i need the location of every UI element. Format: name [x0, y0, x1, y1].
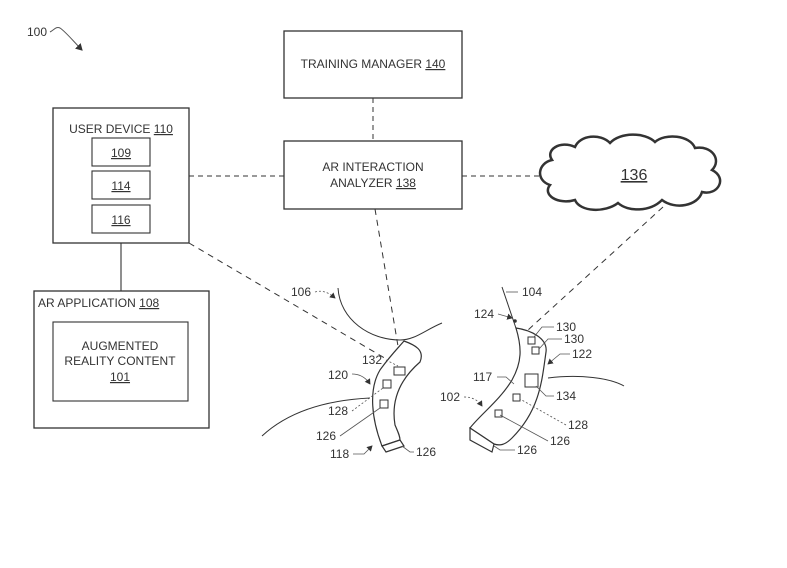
analyzer-ref: 138 [396, 176, 416, 190]
callout-128-right: 128 [568, 418, 588, 432]
component-ref: 109 [111, 146, 131, 160]
callout-102: 102 [440, 390, 460, 404]
ar-interaction-analyzer-box: AR INTERACTION ANALYZER 138 [283, 140, 463, 210]
training-manager-label: TRAINING MANAGER [301, 57, 423, 71]
ar-content-line2: REALITY CONTENT [64, 354, 176, 368]
user-device-label: USER DEVICE [69, 122, 150, 136]
callout-126-left-b: 126 [416, 445, 436, 459]
cloud-network: 136 [538, 133, 722, 211]
component-ref: 114 [111, 179, 130, 193]
ar-content-line1: AUGMENTED [82, 339, 159, 353]
callout-117: 117 [473, 370, 492, 384]
component-box [91, 170, 151, 200]
training-manager-box: TRAINING MANAGER 140 [283, 30, 463, 99]
callout-106: 106 [291, 285, 311, 299]
callout-118: 118 [330, 447, 349, 461]
ar-content-box [52, 321, 189, 402]
callout-130-a: 130 [556, 320, 576, 334]
training-manager-ref: 140 [425, 57, 445, 71]
left-wearable [261, 287, 443, 453]
component-box [91, 137, 151, 167]
ar-application-box: AR APPLICATION 108 AUGMENTED REALITY CON… [33, 290, 210, 429]
figure-ref-arrow [49, 27, 83, 51]
user-device-ref: 110 [154, 122, 173, 136]
connector-device-to-left-wearable [188, 242, 406, 371]
analyzer-label-line2: ANALYZER [330, 176, 393, 190]
component-box [91, 204, 151, 234]
callout-132: 132 [362, 353, 382, 367]
connector-cloud-to-right-wearable [527, 206, 664, 331]
callout-126-left-a: 126 [316, 429, 336, 443]
connector-analyzer-to-left-wearable [374, 208, 403, 371]
analyzer-label-line1: AR INTERACTION [322, 160, 423, 174]
callout-104: 104 [522, 285, 542, 299]
ar-application-label: AR APPLICATION [38, 296, 136, 310]
ar-content-ref: 101 [110, 370, 130, 384]
svg-text:USER DEVICE 110: USER DEVICE 110 [69, 122, 173, 136]
callout-128: 128 [328, 404, 348, 418]
callout-122: 122 [572, 347, 592, 361]
right-wearable [469, 286, 625, 453]
callout-134: 134 [556, 389, 576, 403]
ar-application-ref: 108 [139, 296, 159, 310]
user-device-box: USER DEVICE 110 109 114 116 [52, 107, 190, 244]
callout-126-right-b: 126 [517, 443, 537, 457]
svg-text:TRAINING MANAGER: TRAINING MANAGER 140 [301, 57, 446, 71]
callout-120: 120 [328, 368, 348, 382]
component-ref: 116 [111, 213, 130, 227]
svg-text:AR APPLICATION 1: AR APPLICATION 108 [38, 296, 160, 310]
svg-text:ANALYZER 138: ANALYZER 138 [330, 176, 416, 190]
callout-130-b: 130 [564, 332, 584, 346]
figure-ref-label: 100 [27, 25, 47, 39]
cloud-ref: 136 [621, 167, 648, 184]
callout-124: 124 [474, 307, 494, 321]
callout-126-right-a: 126 [550, 434, 570, 448]
